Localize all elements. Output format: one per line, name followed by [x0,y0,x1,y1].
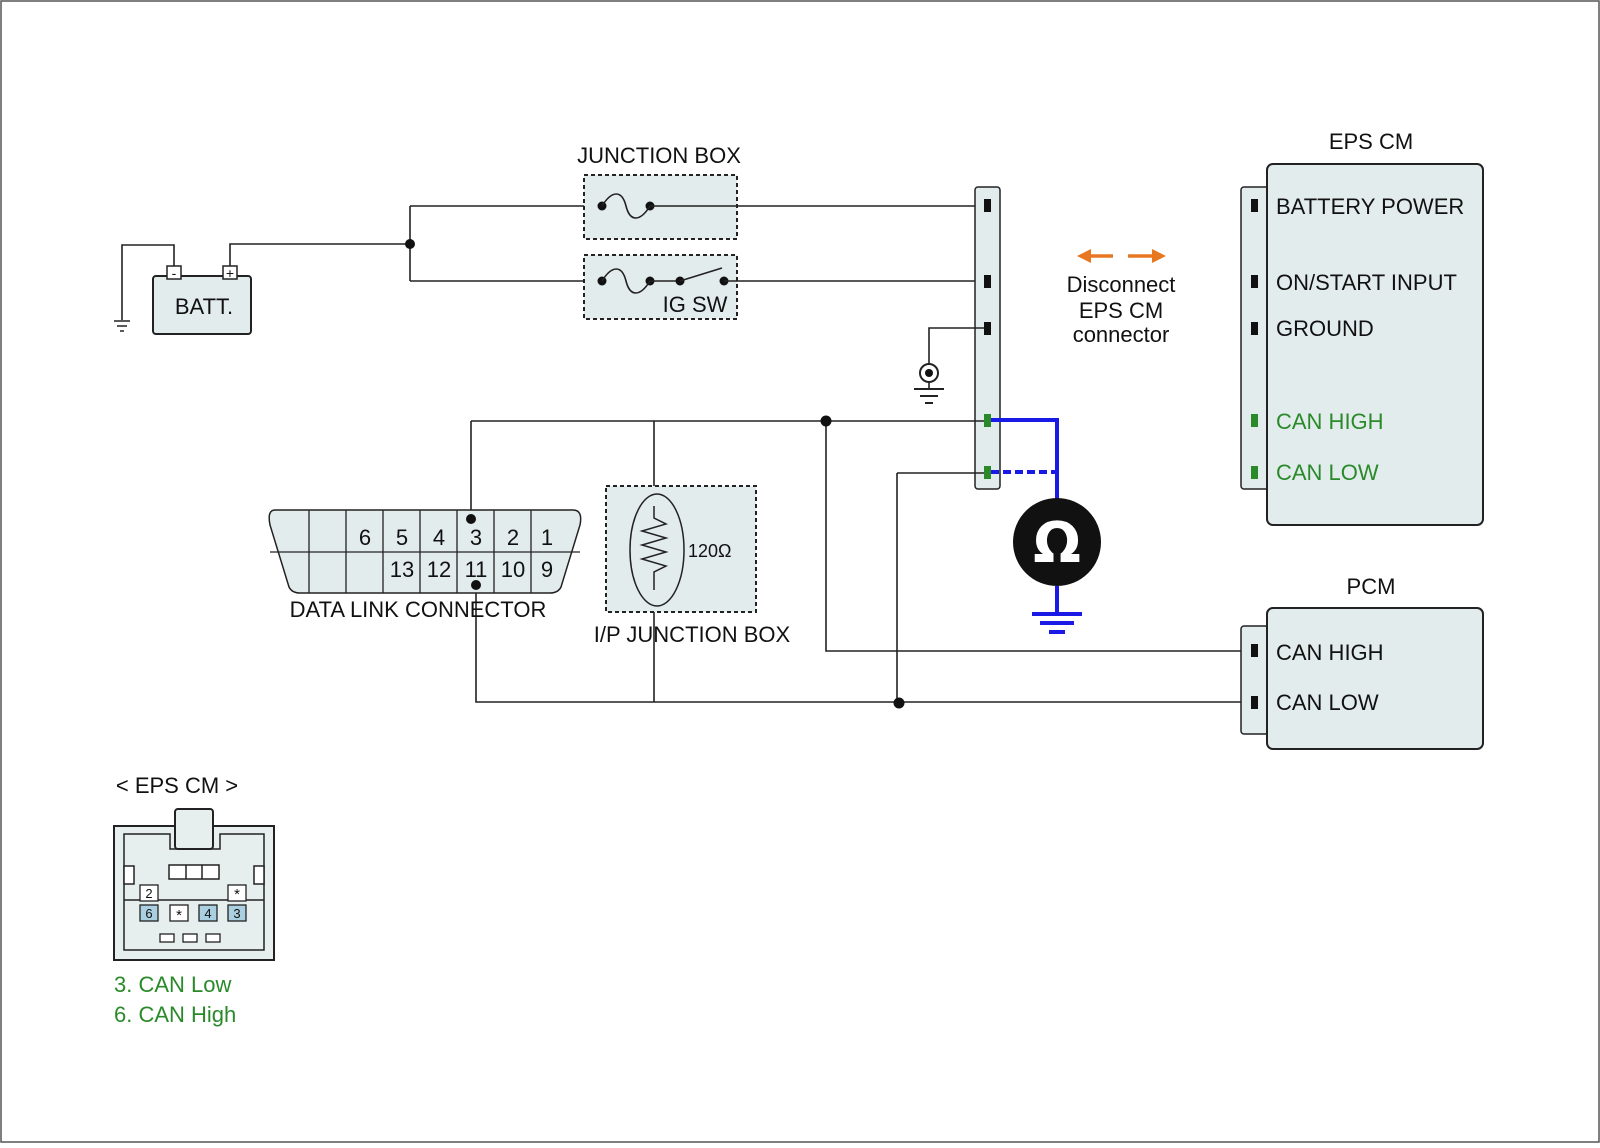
disconnect-arrow-icon [1077,249,1166,263]
resistor-value: 120Ω [688,541,732,561]
eps-cm-pin [1251,275,1258,288]
eps-cm-connector-face: 2 * 6 * 4 3 [113,808,275,961]
connector-pin-can-low [227,904,247,922]
pin-can-high [984,414,991,427]
connector-view-title: < EPS CM > [116,773,238,798]
connector-pin-can-high [139,904,159,922]
pcm-pin-label: CAN LOW [1276,690,1379,715]
pcm-module [1266,607,1484,750]
can-low-pcm-wire [475,585,1250,703]
ohm-icon: Ω [1033,511,1081,576]
resistor-icon [639,506,669,590]
splice-dot [820,415,832,427]
battery-pos-sign: + [226,265,234,281]
ip-junction-box-title: I/P JUNCTION BOX [594,622,791,647]
can-high-pcm-wire [825,421,1250,652]
connector-pin [227,884,247,902]
connector-pin-label: 4 [204,906,211,921]
data-link-connector: 6 5 4 3 2 1 13 12 11 10 9 [268,509,582,594]
meter-lead-can-high [991,418,1059,506]
battery-positive-wire [229,243,410,266]
legend-can-high: 6. CAN High [114,1002,236,1027]
eps-cm-pin [1251,322,1258,335]
pcm-title: PCM [1347,574,1396,599]
battery-ground-wire [121,244,175,320]
connector-pin-label: 2 [145,886,152,901]
pin-ground [984,322,991,335]
eps-cm-pin [1251,414,1258,427]
legend-can-low: 3. CAN Low [114,972,231,997]
dlc-pin-label: 5 [396,525,408,550]
eps-cm-pin-label: CAN LOW [1276,460,1379,485]
harness-connector [974,186,1001,490]
ig-sw-label: IG SW [663,292,728,317]
dlc-pin-label: 1 [541,525,553,550]
connector-latch [174,808,214,850]
pin-can-low [984,466,991,479]
eps-cm-pin-label: GROUND [1276,316,1374,341]
dlc-pin-label: 13 [390,557,414,582]
disconnect-note-line3: connector [1073,322,1170,347]
eps-cm-pin-label: CAN HIGH [1276,409,1384,434]
battery-neg-sign: - [172,265,177,281]
connector-pin-label: * [234,886,240,903]
junction-box-ig [583,254,738,320]
battery-body [152,275,252,335]
ohmmeter-body [1013,498,1101,586]
connector-pin [198,904,218,922]
dlc-title: DATA LINK CONNECTOR [290,597,547,622]
junction-box-fuse [583,174,738,240]
splice-dot [893,697,905,709]
pin-battery-power [984,199,991,212]
dlc-pin3-dot [466,514,476,524]
dlc-pin-label: 6 [359,525,371,550]
connector-pin [139,884,159,902]
junction-box-title: JUNCTION BOX [577,143,741,168]
ip-junction-box [605,485,757,613]
disconnect-note-line1: Disconnect [1067,272,1176,297]
battery: - + BATT. [152,265,252,335]
ground-wire [928,327,984,368]
dlc-pin-label: 4 [433,525,445,550]
dlc-pin-label: 2 [507,525,519,550]
meter-ground-icon [1032,586,1082,634]
dlc-pin-label: 12 [427,557,451,582]
ohmmeter: Ω [1013,498,1101,586]
splice-dot [405,239,415,249]
eps-cm-pin [1251,199,1258,212]
dlc-pin11-dot [471,580,481,590]
dlc-pin-label: 9 [541,557,553,582]
battery-label: BATT. [175,294,233,319]
connector-pin-label: 3 [233,906,240,921]
ground-point-icon [914,363,944,404]
eps-cm-pin-label: BATTERY POWER [1276,194,1464,219]
pcm-pin-label: CAN HIGH [1276,640,1384,665]
pcm-pin [1251,644,1258,657]
connector-pin [169,904,189,922]
chassis-ground-icon [114,320,130,332]
eps-cm-pin [1251,466,1258,479]
dlc-pin-label: 3 [470,525,482,550]
connector-pin-label: * [176,907,182,924]
dlc-pin-label: 11 [465,557,488,582]
pcm-pin [1251,696,1258,709]
eps-cm-pin-label: ON/START INPUT [1276,270,1457,295]
eps-cm-title: EPS CM [1329,129,1413,154]
eps-cm-module [1266,163,1484,526]
disconnect-note-line2: EPS CM [1079,298,1163,323]
dlc-pin-label: 10 [501,557,525,582]
connector-pin-label: 6 [145,906,152,921]
pin-on-start [984,275,991,288]
resistor-outline [629,493,685,607]
